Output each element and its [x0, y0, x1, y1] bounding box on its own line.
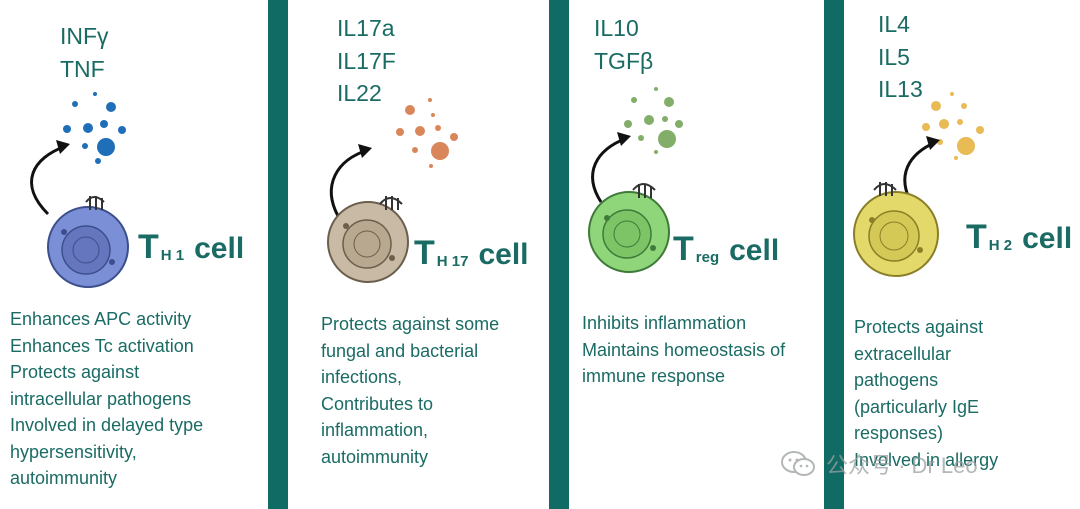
description: Protects against extracellular pathogens…	[854, 317, 999, 470]
watermark: 公众号 · Dr Leo	[780, 448, 978, 484]
cytokine: IL13	[878, 76, 923, 102]
cytokine-dots	[396, 98, 458, 168]
description: Protects against some fungal and bacteri…	[321, 314, 500, 467]
cytokine: IL17a	[337, 15, 395, 41]
cytokine-list: INFγ TNF	[60, 20, 109, 85]
arrow-icon	[591, 132, 631, 203]
cell-icon	[588, 183, 670, 273]
cell-illustration	[30, 92, 129, 288]
cytokine-list: IL4 IL5 IL13	[878, 8, 923, 106]
wechat-icon	[780, 450, 816, 484]
cell-illustration	[327, 98, 458, 283]
cytokine: IL17F	[337, 47, 396, 74]
cytokine-list: IL17a IL17F IL22	[337, 12, 396, 110]
divider-3	[824, 0, 844, 509]
cell-illustration	[853, 92, 984, 277]
cell-icon	[853, 182, 939, 277]
arrow-icon	[329, 144, 372, 217]
divider-2	[549, 0, 569, 509]
cell-icon	[327, 196, 409, 283]
cytokine: TGFβ	[594, 47, 654, 74]
description: Inhibits inflammation Maintains homeosta…	[582, 313, 786, 386]
arrow-icon	[30, 140, 70, 216]
description: Enhances APC activity Enhances Tc activa…	[10, 309, 204, 488]
cytokine: IL4	[878, 11, 910, 37]
cell-icon	[47, 196, 129, 288]
cytokine: IL22	[337, 80, 382, 106]
cytokine-dots	[624, 87, 683, 154]
cytokine: IL5	[878, 43, 910, 70]
cytokine-dots	[63, 92, 126, 164]
cytokine-dots	[922, 92, 984, 160]
cytokine-list: IL10 TGFβ	[594, 12, 653, 77]
cytokine: IL10	[594, 15, 639, 41]
cell-illustration	[588, 87, 683, 273]
watermark-text: 公众号 · Dr Leo	[826, 453, 978, 478]
divider-1	[268, 0, 288, 509]
cytokine: INFγ	[60, 23, 109, 49]
cytokine: TNF	[60, 55, 105, 82]
